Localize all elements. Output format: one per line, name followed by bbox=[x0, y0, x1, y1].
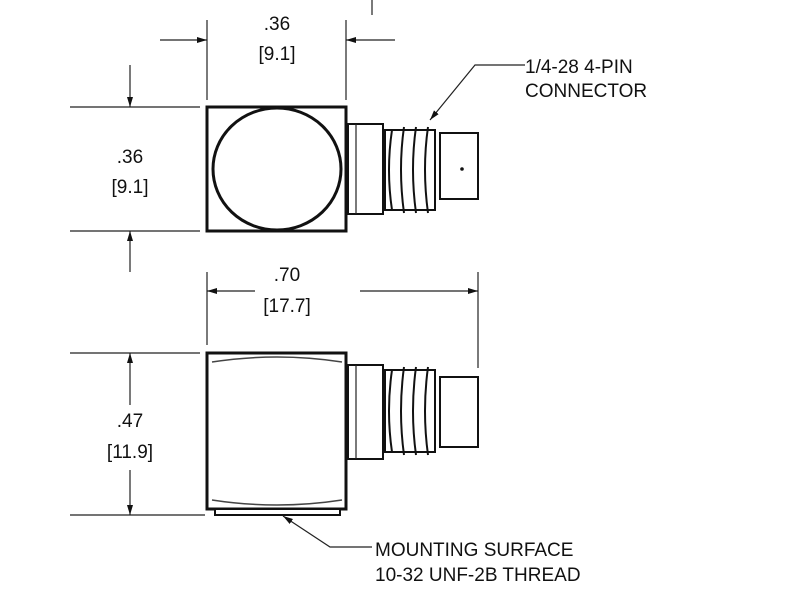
sensor-face-circle bbox=[211, 106, 343, 232]
side-length-in: .70 bbox=[274, 265, 300, 286]
top-view: .36 [9.1] .36 [9.1] 1/4-28 4-PIN CONNECT… bbox=[70, 14, 647, 272]
connector-collar-side bbox=[347, 364, 384, 460]
sensor-body-side bbox=[205, 351, 348, 511]
side-height-in: .47 bbox=[117, 411, 143, 432]
mounting-note-line1: MOUNTING SURFACE bbox=[375, 540, 573, 561]
mounting-base bbox=[214, 508, 341, 516]
connector-collar bbox=[347, 123, 384, 215]
connector-thread bbox=[384, 126, 436, 214]
top-width-mm: [9.1] bbox=[259, 44, 296, 65]
top-height-in: .36 bbox=[117, 147, 143, 168]
connector-leader bbox=[429, 64, 525, 121]
top-width-in: .36 bbox=[264, 14, 290, 35]
connector-note-line2: CONNECTOR bbox=[525, 81, 647, 102]
connector-thread-side bbox=[384, 366, 436, 456]
connector-note-line1: 1/4-28 4-PIN bbox=[525, 57, 633, 78]
side-length-mm: [17.7] bbox=[263, 296, 311, 317]
connector-plug-side bbox=[439, 376, 479, 448]
mounting-leader bbox=[282, 515, 372, 548]
connector-plug bbox=[439, 132, 479, 200]
side-view: .70 [17.7] .47 [11.9] MOUNTING SURFACE 1… bbox=[70, 265, 581, 586]
mounting-note-line2: 10-32 UNF-2B THREAD bbox=[375, 565, 581, 586]
top-height-mm: [9.1] bbox=[112, 177, 149, 198]
side-height-mm: [11.9] bbox=[107, 442, 153, 463]
